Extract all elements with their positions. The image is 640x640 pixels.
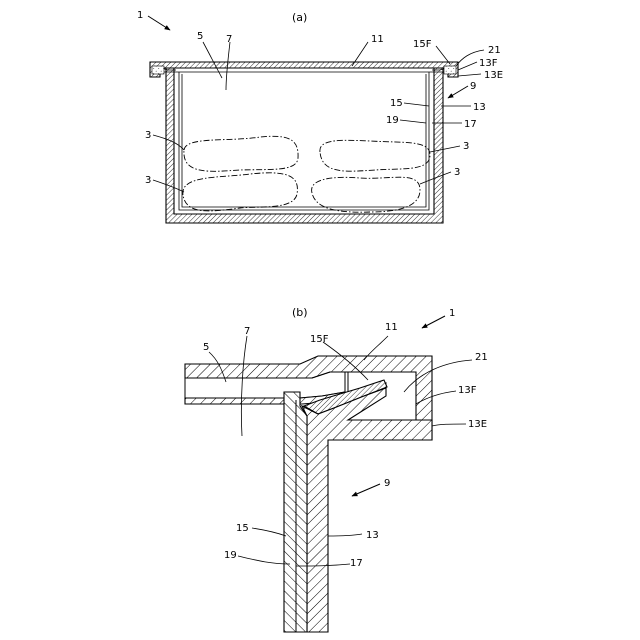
label-b-13: 13 [366, 530, 379, 541]
label-a-11: 11 [371, 34, 384, 45]
label-a-3-ur: 3 [463, 141, 469, 152]
figure-a-caption: (a) [292, 11, 307, 24]
label-b-11: 11 [385, 322, 398, 333]
label-b-15F: 15F [310, 334, 329, 345]
container-body-13 [166, 68, 443, 223]
figure-b-caption: (b) [292, 306, 308, 319]
label-b-13F: 13F [458, 385, 477, 396]
label-a-13: 13 [473, 102, 486, 113]
label-a-3-lr: 3 [454, 167, 460, 178]
lid-11 [150, 62, 458, 77]
label-a-15F: 15F [413, 39, 432, 50]
label-b-9: 9 [384, 478, 390, 489]
label-a-9: 9 [470, 81, 476, 92]
figure-a: (a) [137, 10, 503, 223]
label-b-1: 1 [449, 308, 455, 319]
label-a-3-ul: 3 [145, 130, 151, 141]
label-a-21: 21 [488, 45, 501, 56]
label-a-19: 19 [386, 115, 399, 126]
label-b-7: 7 [244, 326, 250, 337]
label-b-17: 17 [350, 558, 363, 569]
label-a-17: 17 [464, 119, 477, 130]
label-a-15: 15 [390, 98, 403, 109]
label-a-1: 1 [137, 10, 143, 21]
label-b-15: 15 [236, 523, 249, 534]
label-a-13E: 13E [484, 70, 503, 81]
label-b-19: 19 [224, 550, 237, 561]
label-a-5: 5 [197, 31, 203, 42]
label-b-21: 21 [475, 352, 488, 363]
label-a-13F: 13F [479, 58, 498, 69]
label-a-7: 7 [226, 34, 232, 45]
label-b-13E: 13E [468, 419, 487, 430]
label-b-5: 5 [203, 342, 209, 353]
label-a-3-ll: 3 [145, 175, 151, 186]
container-wall-13 [284, 388, 432, 632]
food-items-3 [183, 136, 430, 212]
figure-b: (b) [185, 306, 488, 632]
